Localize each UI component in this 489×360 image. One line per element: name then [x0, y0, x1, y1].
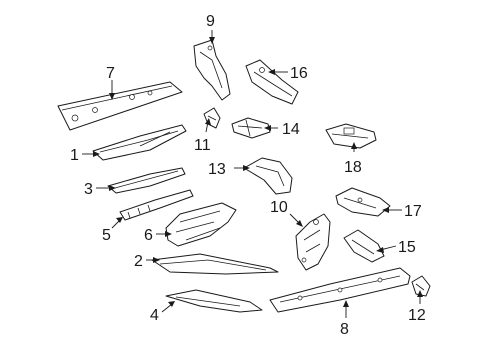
- callout-15: 15: [398, 239, 416, 256]
- callout-18: 18: [344, 159, 362, 176]
- part-14-channel: [231, 117, 271, 139]
- callout-9: 9: [206, 13, 215, 30]
- callout-10: 10: [270, 199, 288, 216]
- callout-2: 2: [134, 253, 143, 270]
- callout-3: 3: [84, 181, 93, 198]
- part-9-tall-bracket: [193, 39, 231, 101]
- callout-4: 4: [150, 307, 159, 324]
- part-2-floor-rail: [151, 253, 279, 275]
- callout-11: 11: [194, 137, 211, 154]
- part-17-tray: [335, 187, 391, 217]
- part-1-sill-panel: [92, 124, 187, 161]
- callout-1: 1: [70, 147, 79, 164]
- callout-13: 13: [208, 161, 226, 178]
- callout-16: 16: [290, 65, 308, 82]
- callout-7: 7: [106, 65, 115, 82]
- part-13-reinforcement: [243, 157, 293, 195]
- callout-12: 12: [408, 307, 426, 324]
- part-11-clip: [203, 107, 221, 129]
- part-4-lower-rail: [165, 289, 263, 313]
- part-8-rocker-panel: [269, 267, 411, 313]
- part-6-floor-pan: [165, 202, 237, 247]
- part-12-clip: [411, 275, 431, 297]
- part-7-panel: [57, 81, 183, 131]
- part-10-bracket-assembly: [295, 213, 331, 271]
- leader-lines: [82, 30, 423, 318]
- part-15-channel: [343, 229, 385, 263]
- callout-5: 5: [102, 227, 111, 244]
- part-18-plate: [325, 123, 377, 149]
- callout-8: 8: [340, 321, 349, 338]
- part-3-rail: [107, 167, 186, 194]
- part-5-bracket: [119, 189, 194, 221]
- callout-6: 6: [144, 227, 153, 244]
- callout-14: 14: [282, 121, 300, 138]
- callout-labels: 7 1 3 5 6 2 4 9 16 11 14 13 10 18 17 15 …: [70, 13, 426, 338]
- callout-17: 17: [404, 203, 422, 220]
- part-16-bracket: [245, 59, 299, 105]
